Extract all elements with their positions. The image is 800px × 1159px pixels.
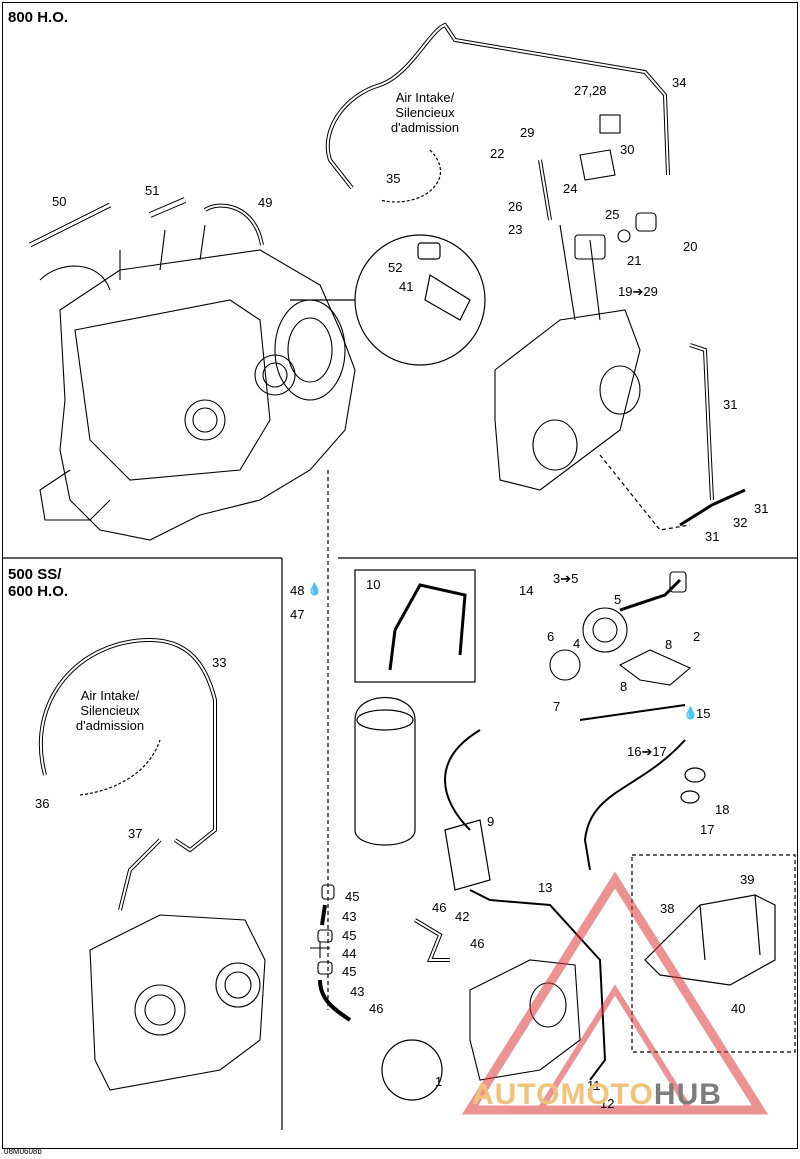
callout-3-5: 3➔5 (553, 571, 579, 586)
callout-46-a: 46 (432, 900, 447, 915)
drop-icon: 💧 (683, 706, 698, 720)
part-2-lever (618, 649, 692, 686)
callout-14: 14 (519, 583, 534, 598)
callout-41: 41 (399, 279, 414, 294)
part-27-28 (599, 114, 621, 134)
callout-21: 21 (627, 253, 642, 268)
callout-5: 5 (614, 592, 622, 607)
callout-22: 22 (490, 146, 505, 161)
callout-30: 30 (620, 142, 635, 157)
detail-circle-sensor (354, 234, 486, 366)
callout-13: 13 (538, 880, 553, 895)
cable-16-17 (583, 739, 686, 871)
oil-tank (354, 697, 416, 846)
detail-box-10 (354, 569, 476, 683)
callout-46-c: 46 (369, 1001, 384, 1016)
callout-36: 36 (35, 796, 50, 811)
air-intake-label-bottom: Air Intake/ Silencieux d'admission (75, 688, 145, 733)
callout-8-a: 8 (665, 637, 673, 652)
reference-code: 08M0608b (4, 1147, 42, 1156)
callout-48: 48 (290, 583, 305, 598)
callout-34: 34 (672, 75, 687, 90)
callout-12: 12 (600, 1096, 615, 1111)
part-20 (635, 212, 657, 232)
section-title-500ss-600ho: 500 SS/ 600 H.O. (8, 566, 69, 600)
watermark-part1: AUTOMOTO (472, 1078, 654, 1111)
air-intake-arrow-top (379, 149, 442, 203)
callout-42: 42 (455, 909, 470, 924)
callout-20: 20 (683, 239, 698, 254)
callout-4: 4 (573, 636, 581, 651)
callout-39: 39 (740, 872, 755, 887)
callout-44: 44 (342, 946, 357, 961)
hose-33 (38, 637, 217, 853)
callout-32: 32 (733, 515, 748, 530)
callout-10: 10 (366, 577, 381, 592)
callout-15: 15 (696, 706, 711, 721)
callout-33: 33 (212, 655, 227, 670)
part-41-bracket (424, 274, 471, 321)
callout-38: 38 (660, 901, 675, 916)
callout-31-a: 31 (723, 397, 738, 412)
callout-51: 51 (145, 183, 160, 198)
callout-11: 11 (587, 1078, 601, 1093)
part-30 (579, 149, 616, 181)
callout-40: 40 (731, 1001, 746, 1016)
callout-49: 49 (258, 195, 273, 210)
callout-6: 6 (547, 629, 555, 644)
section-title-800ho: 800 H.O. (8, 9, 69, 26)
detail-circle-1 (381, 1039, 443, 1101)
callout-9: 9 (487, 814, 495, 829)
callout-17: 17 (700, 822, 715, 837)
callout-25: 25 (605, 207, 620, 222)
callout-45-b: 45 (342, 928, 357, 943)
callout-50: 50 (52, 194, 67, 209)
callout-7: 7 (553, 699, 561, 714)
detail-box-airbox (631, 854, 796, 1053)
callout-45-c: 45 (342, 964, 357, 979)
callout-43-b: 43 (350, 984, 365, 999)
oil-pump-assembly (549, 571, 692, 686)
callout-46-b: 46 (470, 936, 485, 951)
callout-24: 24 (563, 181, 578, 196)
callout-2: 2 (693, 629, 701, 644)
watermark-triangle (461, 871, 769, 1115)
engine-800ho (28, 197, 356, 541)
callout-35: 35 (386, 171, 401, 186)
callout-29: 29 (520, 125, 535, 140)
callout-27-28: 27,28 (574, 83, 607, 98)
part-21 (617, 229, 631, 243)
part-52-connector (417, 242, 441, 260)
callout-37: 37 (128, 826, 143, 841)
drop-icon: 💧 (307, 582, 322, 596)
callout-45-a: 45 (345, 889, 360, 904)
callout-18: 18 (715, 802, 730, 817)
air-intake-label-top: Air Intake/ Silencieux d'admission (390, 90, 460, 135)
callout-16-17: 16➔17 (627, 744, 667, 759)
carburetor-500-600 (89, 914, 266, 1091)
callout-52: 52 (388, 260, 403, 275)
watermark-part2: HUB (653, 1078, 722, 1111)
callout-47: 47 (290, 607, 305, 622)
carburetor-top (494, 114, 657, 491)
fuel-filter-9 (444, 819, 491, 891)
callout-19-29: 19➔29 (618, 284, 658, 299)
callout-23: 23 (508, 222, 523, 237)
callout-31-c: 31 (705, 529, 720, 544)
cable-7 (444, 704, 686, 831)
callout-31-b: 31 (754, 501, 769, 516)
callout-26: 26 (508, 199, 523, 214)
callout-8-b: 8 (620, 679, 628, 694)
watermark-logo: AUTOMOTOHUB (472, 1078, 722, 1112)
fuel-line-group (310, 884, 352, 1022)
callout-1: 1 (435, 1074, 443, 1089)
callout-43-a: 43 (342, 909, 357, 924)
